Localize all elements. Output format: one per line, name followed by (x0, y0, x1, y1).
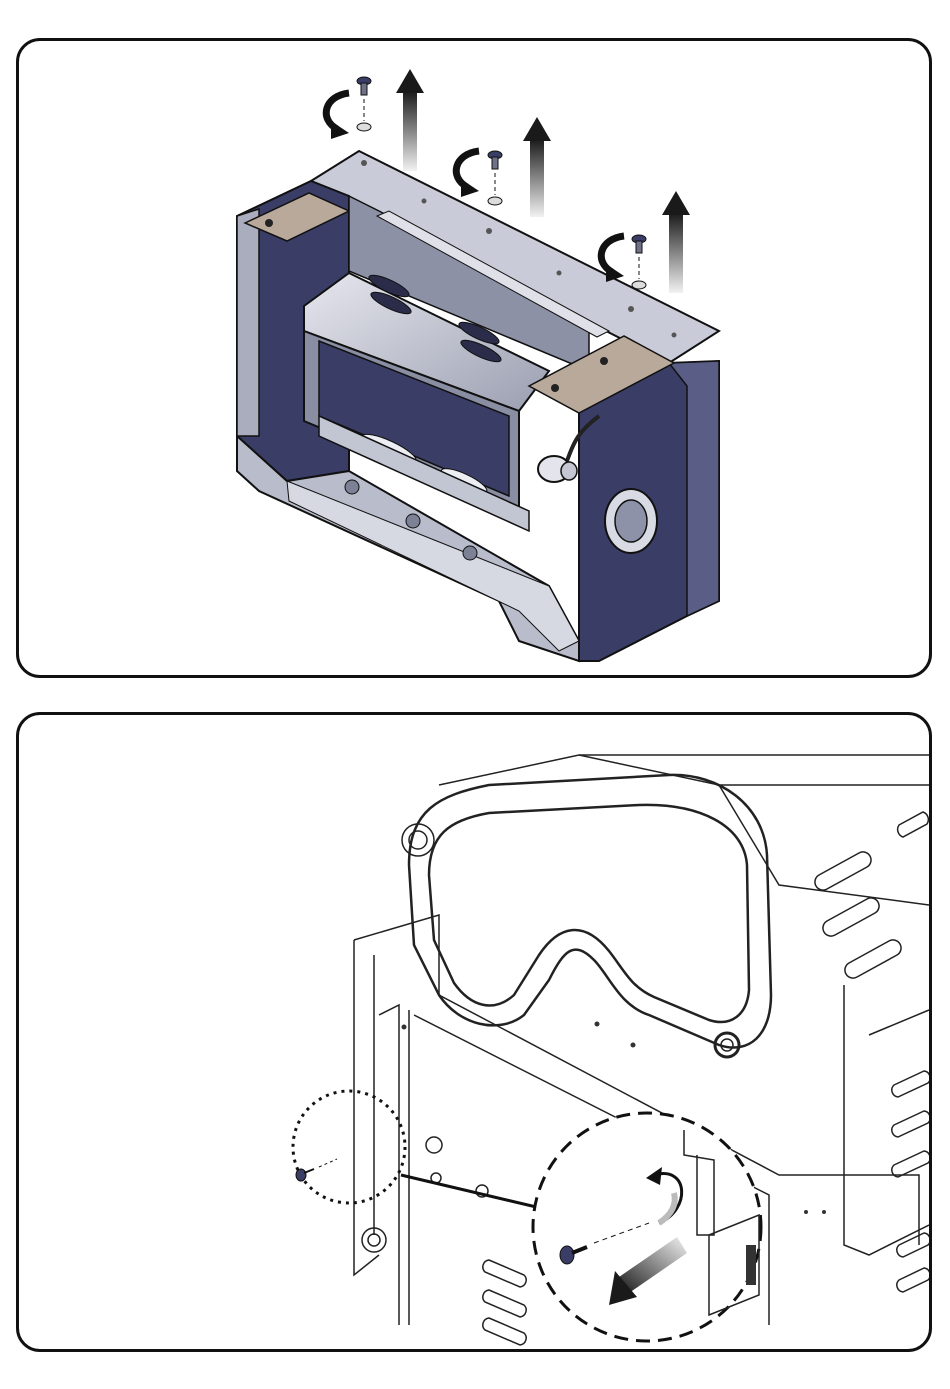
lid-handle (409, 775, 771, 1048)
leader-line (401, 1175, 549, 1210)
top-instruction-panel (16, 38, 932, 678)
screw-group-2 (456, 117, 551, 217)
screw-icon (296, 1169, 314, 1181)
lift-up-arrow-icon (396, 69, 424, 171)
lid-vent-slots (815, 812, 928, 978)
lift-up-arrow-icon (523, 117, 551, 217)
valve-opening (605, 489, 657, 553)
washer-icon (488, 197, 502, 205)
grill-side-illustration (19, 715, 929, 1349)
rotate-counterclockwise-icon (326, 93, 349, 139)
lift-up-arrow-icon (662, 191, 690, 293)
burner-box-body (237, 151, 719, 661)
washer-icon (357, 123, 371, 131)
burner-box-illustration (19, 41, 929, 675)
bottom-instruction-panel (16, 712, 932, 1352)
screw-icon (357, 77, 371, 95)
screw-icon (632, 235, 646, 253)
washer-icon (632, 281, 646, 289)
rotate-counterclockwise-icon (456, 151, 479, 197)
screw-icon (488, 151, 502, 169)
screw-group-1 (326, 69, 424, 171)
attachment-point-callout (293, 1091, 405, 1203)
magnified-detail-callout (533, 1113, 761, 1341)
screw-group-3 (601, 191, 690, 293)
